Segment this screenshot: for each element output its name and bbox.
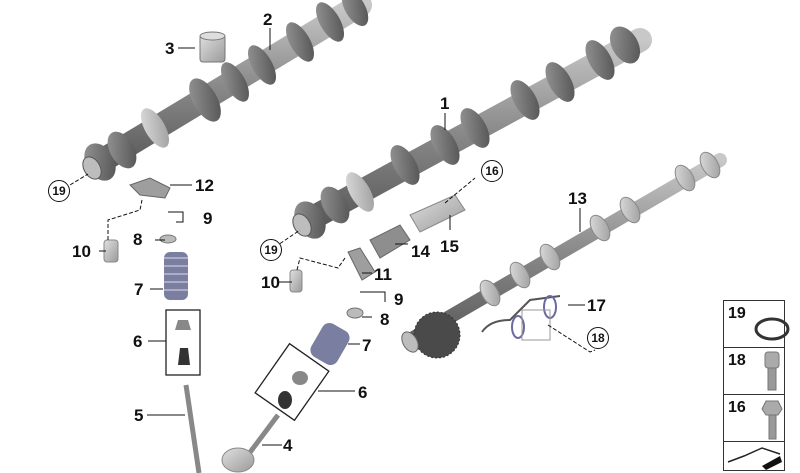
label-part-1: 1 bbox=[440, 94, 450, 113]
camshaft-2 bbox=[82, 0, 372, 181]
label-part-6-left: 6 bbox=[133, 332, 143, 351]
flange-bolt-icon bbox=[761, 400, 783, 440]
valve-train-left bbox=[103, 234, 202, 473]
camshaft-13 bbox=[401, 151, 727, 359]
legend-number: 18 bbox=[728, 352, 746, 369]
label-part-8-left: 8 bbox=[133, 230, 143, 249]
part-3-bucket bbox=[199, 31, 226, 63]
label-part-7-left: 7 bbox=[134, 280, 144, 299]
legend-number: 16 bbox=[728, 399, 746, 416]
part-17-spring bbox=[481, 295, 561, 341]
circled-label-19-middle: 19 bbox=[260, 239, 282, 261]
socket-bolt-icon bbox=[764, 351, 780, 391]
label-part-7-right: 7 bbox=[362, 336, 372, 355]
label-part-4: 4 bbox=[283, 436, 293, 455]
label-part-2: 2 bbox=[263, 10, 273, 29]
label-part-17: 17 bbox=[587, 296, 606, 315]
label-part-9-right: 9 bbox=[394, 290, 404, 309]
part-15-bracket bbox=[409, 194, 466, 233]
camshaft-1 bbox=[292, 26, 652, 239]
label-part-10-left: 10 bbox=[72, 242, 91, 261]
label-part-12: 12 bbox=[195, 176, 214, 195]
label-part-13: 13 bbox=[568, 189, 587, 208]
label-part-15: 15 bbox=[440, 237, 459, 256]
label-part-9-left: 9 bbox=[203, 209, 213, 228]
legend-item-16: 16 bbox=[724, 395, 784, 442]
legend-number: 19 bbox=[728, 305, 746, 322]
label-part-8-right: 8 bbox=[380, 310, 390, 329]
legend-item-19: 19 bbox=[724, 301, 790, 348]
part-11-rocker bbox=[347, 247, 376, 281]
legend-item-18: 18 bbox=[724, 348, 784, 395]
arrow-symbol-icon bbox=[727, 447, 782, 470]
o-ring-icon bbox=[754, 317, 790, 341]
part-14-rocker bbox=[369, 224, 411, 259]
label-part-6-right: 6 bbox=[358, 383, 368, 402]
circled-label-19-left: 19 bbox=[48, 180, 70, 202]
fastener-legend: 19 18 16 bbox=[723, 300, 790, 471]
label-part-10-right: 10 bbox=[261, 273, 280, 292]
valve-train-right bbox=[221, 269, 364, 473]
leader-lines bbox=[64, 28, 596, 446]
circled-label-18: 18 bbox=[587, 327, 609, 349]
label-part-5: 5 bbox=[134, 406, 144, 425]
circled-label-16: 16 bbox=[481, 160, 503, 182]
part-12-rocker bbox=[129, 177, 171, 199]
label-part-14: 14 bbox=[411, 242, 430, 261]
label-part-3: 3 bbox=[165, 39, 175, 58]
legend-item-arrow bbox=[724, 442, 784, 470]
label-part-11: 11 bbox=[374, 265, 392, 284]
